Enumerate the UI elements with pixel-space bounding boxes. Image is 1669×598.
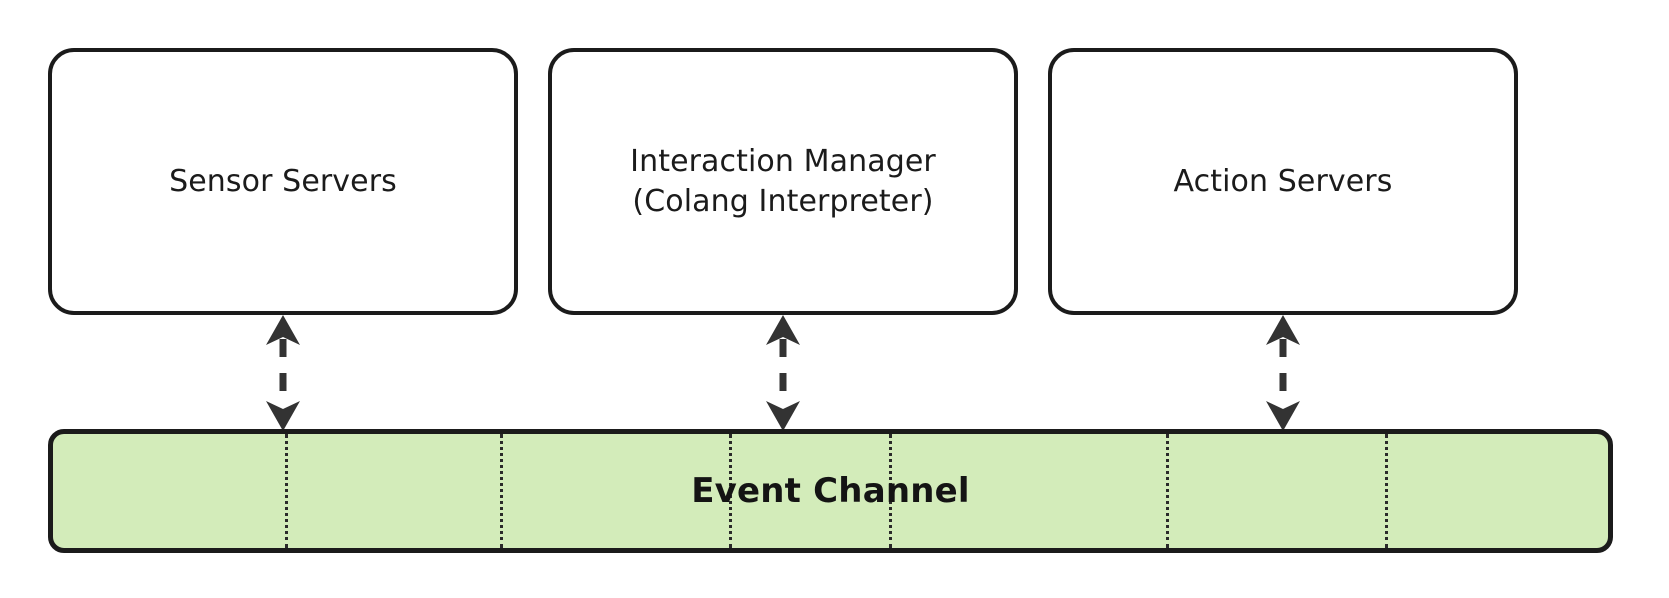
event-channel-lane-divider xyxy=(729,434,732,548)
node-action-servers-label: Action Servers xyxy=(1173,163,1393,199)
event-channel-lane-divider xyxy=(500,434,503,548)
event-channel-lane-divider xyxy=(285,434,288,548)
node-sensor-servers-label: Sensor Servers xyxy=(169,163,397,199)
node-sensor-servers[interactable]: Sensor Servers xyxy=(48,48,518,315)
node-action-servers[interactable]: Action Servers xyxy=(1048,48,1518,315)
node-interaction-manager-label: Interaction Manager (Colang Interpreter) xyxy=(630,143,936,219)
event-channel-lane-divider xyxy=(1385,434,1388,548)
bidirectional-dashed-arrow-icon xyxy=(266,315,300,431)
event-channel-label: Event Channel xyxy=(691,471,970,511)
connector-interaction-manager-to-event-channel[interactable] xyxy=(753,315,813,431)
connector-action-servers-to-event-channel[interactable] xyxy=(1253,315,1313,431)
node-interaction-manager[interactable]: Interaction Manager (Colang Interpreter) xyxy=(548,48,1018,315)
bidirectional-dashed-arrow-icon xyxy=(1266,315,1300,431)
event-channel-lane-divider xyxy=(1166,434,1169,548)
bidirectional-dashed-arrow-icon xyxy=(766,315,800,431)
connector-sensor-servers-to-event-channel[interactable] xyxy=(253,315,313,431)
event-channel-bar[interactable]: Event Channel xyxy=(48,429,1613,553)
event-channel-lane-divider xyxy=(889,434,892,548)
